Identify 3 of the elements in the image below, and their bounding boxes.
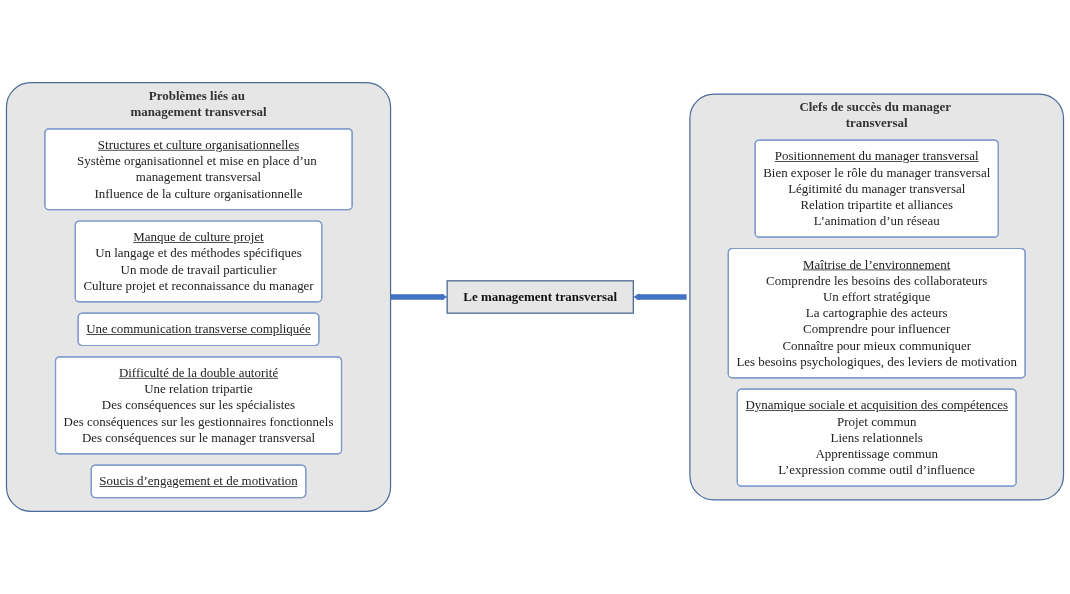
node-box: Le management transversal bbox=[446, 280, 634, 314]
arrow bbox=[633, 293, 687, 301]
arrow bbox=[390, 293, 448, 301]
